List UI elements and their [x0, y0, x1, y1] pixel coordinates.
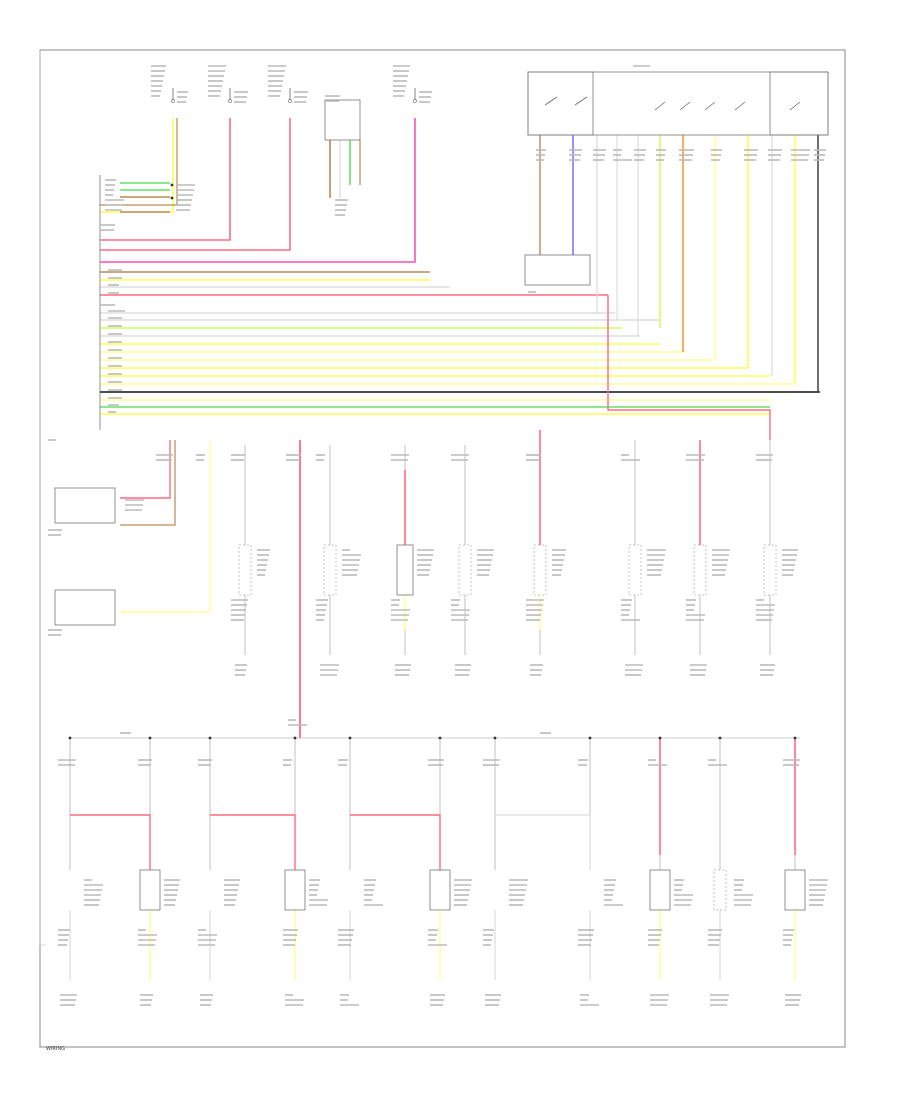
wire-black [100, 135, 819, 393]
wire-yellow [100, 118, 174, 213]
wire-pink [100, 118, 416, 263]
module-box [284, 869, 306, 911]
dimmer-module [524, 254, 591, 286]
module-outline [713, 869, 727, 911]
splice-dot [658, 736, 662, 740]
module-outline [533, 544, 547, 596]
fuse-terminal [228, 99, 232, 103]
splice-dot [208, 736, 212, 740]
wire-brown [120, 440, 176, 526]
footer-code: WIRING [46, 1046, 65, 1052]
module-box [649, 869, 671, 911]
module-outline [693, 544, 707, 596]
module-outline [323, 544, 337, 596]
wire-red [120, 440, 171, 499]
module-outline [238, 544, 252, 596]
splice-dot [170, 196, 174, 200]
splice-dot [718, 736, 722, 740]
connector-block [324, 99, 361, 141]
component-layer [54, 71, 829, 911]
module-box [396, 544, 414, 596]
light-switch-unit [527, 71, 829, 136]
wire-brown [100, 118, 178, 206]
label-layer [48, 65, 828, 1006]
wire-layer [69, 118, 820, 980]
module-box [139, 869, 161, 911]
fuse-terminal [288, 99, 292, 103]
module-box [429, 869, 451, 911]
fuse-terminal [413, 99, 417, 103]
switch-section [527, 71, 594, 136]
wire-white [495, 814, 591, 870]
splice-dot [293, 736, 297, 740]
wire-red [350, 814, 441, 870]
wire-red [210, 814, 296, 870]
splice-dot [438, 736, 442, 740]
module-outline [763, 544, 777, 596]
component-box [54, 487, 116, 524]
switch-contacts [544, 96, 801, 111]
splice-dot [68, 736, 72, 740]
splice-dot [793, 736, 797, 740]
splice-dot [588, 736, 592, 740]
splice-dot [493, 736, 497, 740]
module-outline [458, 544, 472, 596]
splice-dot [170, 183, 174, 187]
wire-red [100, 118, 291, 251]
wire-red [607, 295, 771, 440]
component-box [54, 589, 116, 626]
splice-dot [148, 736, 152, 740]
wire-red [100, 118, 231, 241]
wire-yellow [120, 440, 211, 613]
fuse-terminal [171, 99, 175, 103]
splice-dot [348, 736, 352, 740]
diagram-frame [39, 49, 846, 1048]
switch-section [769, 71, 829, 136]
module-outline [628, 544, 642, 596]
wire-red [70, 814, 151, 870]
module-box [784, 869, 806, 911]
